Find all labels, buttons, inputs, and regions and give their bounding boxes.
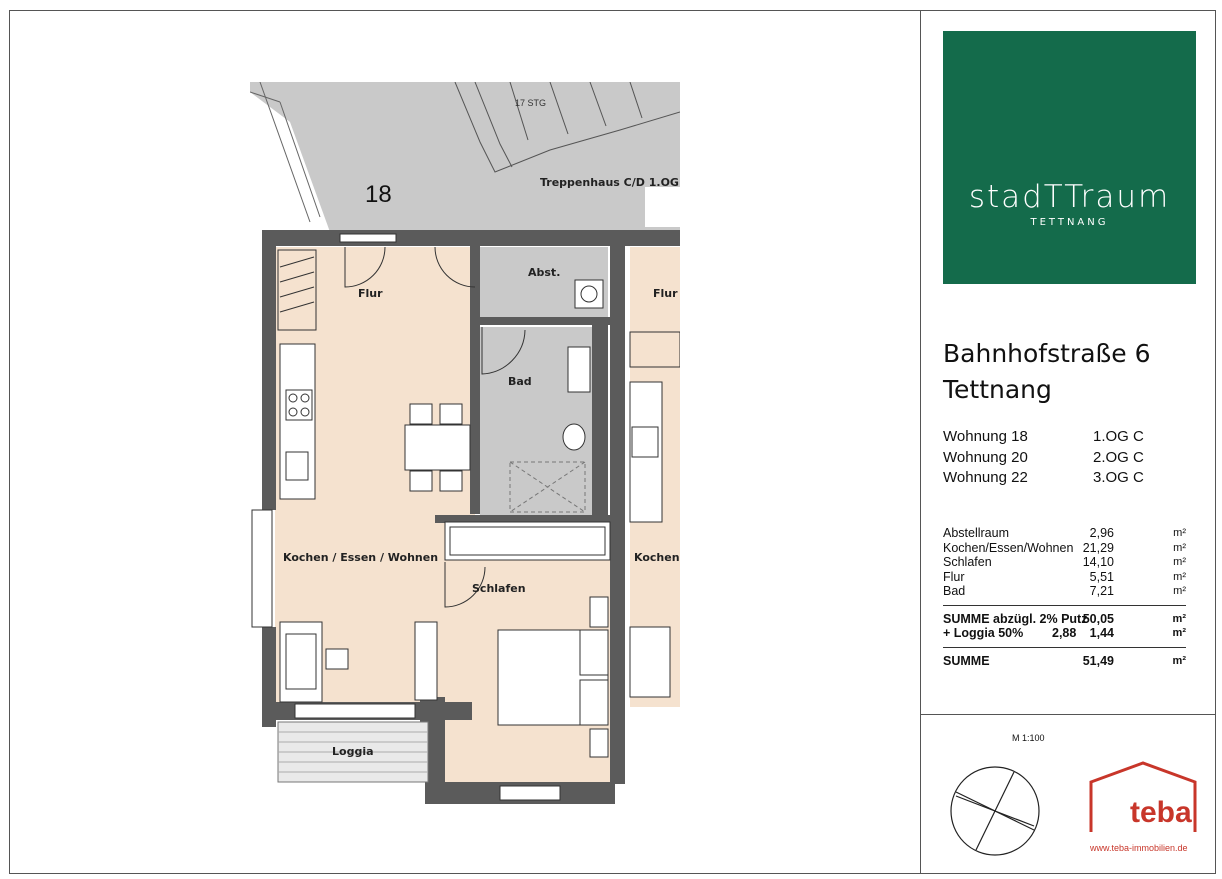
flur-wardrobe <box>277 249 317 331</box>
unit-floor: 1.OG C <box>1093 428 1144 445</box>
unit-number: 18 <box>365 181 392 208</box>
stadttraum-logo: stadTTraum TETTNANG <box>943 31 1196 284</box>
loggia-row: + Loggia 50% 2,88 1,44 m² <box>943 626 1186 641</box>
table-divider <box>943 646 1186 648</box>
washbasin <box>567 346 591 393</box>
area-row: Kochen/Essen/Wohnen 21,29 m² <box>943 541 1186 556</box>
room-label-kochen-neighbor: Kochen <box>634 551 680 564</box>
unit-list: Wohnung 18 1.OG C Wohnung 20 2.OG C Wohn… <box>943 427 1144 489</box>
area-unit: m² <box>1173 585 1186 597</box>
address-line-2: Tettnang <box>943 375 1052 404</box>
table-divider <box>943 604 1186 606</box>
room-label-kochen: Kochen / Essen / Wohnen <box>283 551 438 564</box>
teba-url: www.teba-immobilien.de <box>1090 843 1188 853</box>
area-value: 2,96 <box>1089 526 1114 540</box>
room-label-loggia: Loggia <box>332 745 374 758</box>
floor-plan: 17 STG <box>250 82 680 812</box>
total-row: SUMME 51,49 m² <box>943 654 1186 669</box>
room-label-abst: Abst. <box>528 266 560 279</box>
page-frame <box>9 10 1216 874</box>
area-value: 5,51 <box>1089 569 1114 584</box>
washing-machine <box>574 279 604 309</box>
total-unit: m² <box>1172 654 1186 667</box>
sum-putz-label: SUMME abzügl. 2% Putz <box>943 611 1088 626</box>
area-name: Abstellraum <box>943 526 1009 540</box>
area-name: Bad <box>943 584 966 598</box>
area-value: 14,10 <box>1082 555 1114 569</box>
loggia-deck <box>278 731 428 773</box>
room-label-flur-neighbor: Flur <box>653 287 678 300</box>
area-unit: m² <box>1173 570 1186 583</box>
room-label-bad: Bad <box>508 375 532 388</box>
area-row: Bad 7,21 m² <box>943 584 1186 599</box>
stairwell-opening <box>645 187 680 227</box>
windows <box>251 233 561 801</box>
stair-text: 17 STG <box>515 98 546 108</box>
area-table: Abstellraum 2,96 m² Kochen/Essen/Wohnen … <box>943 526 1186 668</box>
sofa <box>279 621 438 703</box>
logo-subtitle: TETTNANG <box>1030 217 1109 228</box>
loggia-value: 1,44 <box>1089 626 1114 640</box>
address-line-1: Bahnhofstraße 6 <box>943 339 1151 368</box>
floor-plan-drawing: 17 STG <box>250 82 680 804</box>
sum-putz-row: SUMME abzügl. 2% Putz 50,05 m² <box>943 612 1186 627</box>
doors <box>344 246 526 608</box>
unit-row: Wohnung 18 1.OG C <box>943 427 1144 448</box>
area-value: 21,29 <box>1082 540 1114 555</box>
unit-name: Wohnung 22 <box>943 469 1028 486</box>
room-label-schlafen: Schlafen <box>472 582 526 595</box>
area-unit: m² <box>1173 527 1186 539</box>
loggia-label: + Loggia 50% <box>943 626 1024 640</box>
area-name: Schlafen <box>943 555 992 569</box>
unit-floor: 3.OG C <box>1093 469 1144 486</box>
stairwell-label: Treppenhaus C/D 1.OG <box>540 176 679 189</box>
teba-logo: teba <box>1089 761 1197 832</box>
area-row: Schlafen 14,10 m² <box>943 555 1186 570</box>
area-name: Flur <box>943 569 965 584</box>
area-unit: m² <box>1173 541 1186 554</box>
loggia-full-area: 2,88 <box>1052 626 1077 640</box>
scale-label: M 1:100 <box>1012 733 1045 743</box>
vertical-divider <box>920 10 921 874</box>
stair-railing <box>250 82 321 223</box>
loggia-unit: m² <box>1172 627 1186 639</box>
horizontal-divider <box>921 714 1216 715</box>
kitchen-counter <box>279 343 316 500</box>
neighbor-wardrobe <box>629 331 680 368</box>
area-value: 7,21 <box>1089 584 1114 598</box>
neighbor-kitchen <box>629 381 671 698</box>
area-row: Flur 5,51 m² <box>943 570 1186 585</box>
stairs <box>454 82 680 173</box>
address: Bahnhofstraße 6 Tettnang <box>943 336 1151 408</box>
shower <box>509 461 586 513</box>
north-arrow-icon <box>950 766 1040 856</box>
sum-putz-unit: m² <box>1172 612 1186 625</box>
bedroom-wardrobe <box>444 521 611 561</box>
bed <box>497 596 609 758</box>
unit-floor: 2.OG C <box>1093 448 1144 466</box>
room-label-flur: Flur <box>358 287 383 300</box>
dining-table <box>404 403 471 492</box>
sum-putz-value: 50,05 <box>1082 611 1114 626</box>
stairwell-floor <box>250 82 680 232</box>
total-label: SUMME <box>943 653 990 668</box>
total-value: 51,49 <box>1082 653 1114 668</box>
unit-name: Wohnung 20 <box>943 448 1028 466</box>
unit-row: Wohnung 20 2.OG C <box>943 448 1144 469</box>
unit-name: Wohnung 18 <box>943 428 1028 445</box>
area-unit: m² <box>1173 556 1186 568</box>
teba-logo-text: teba <box>1130 796 1192 829</box>
unit-row: Wohnung 22 3.OG C <box>943 468 1144 489</box>
area-row: Abstellraum 2,96 m² <box>943 526 1186 541</box>
toilet <box>562 423 586 451</box>
area-name: Kochen/Essen/Wohnen <box>943 540 1074 555</box>
cooktop <box>288 393 310 417</box>
logo-name: stadTTraum <box>968 179 1171 215</box>
